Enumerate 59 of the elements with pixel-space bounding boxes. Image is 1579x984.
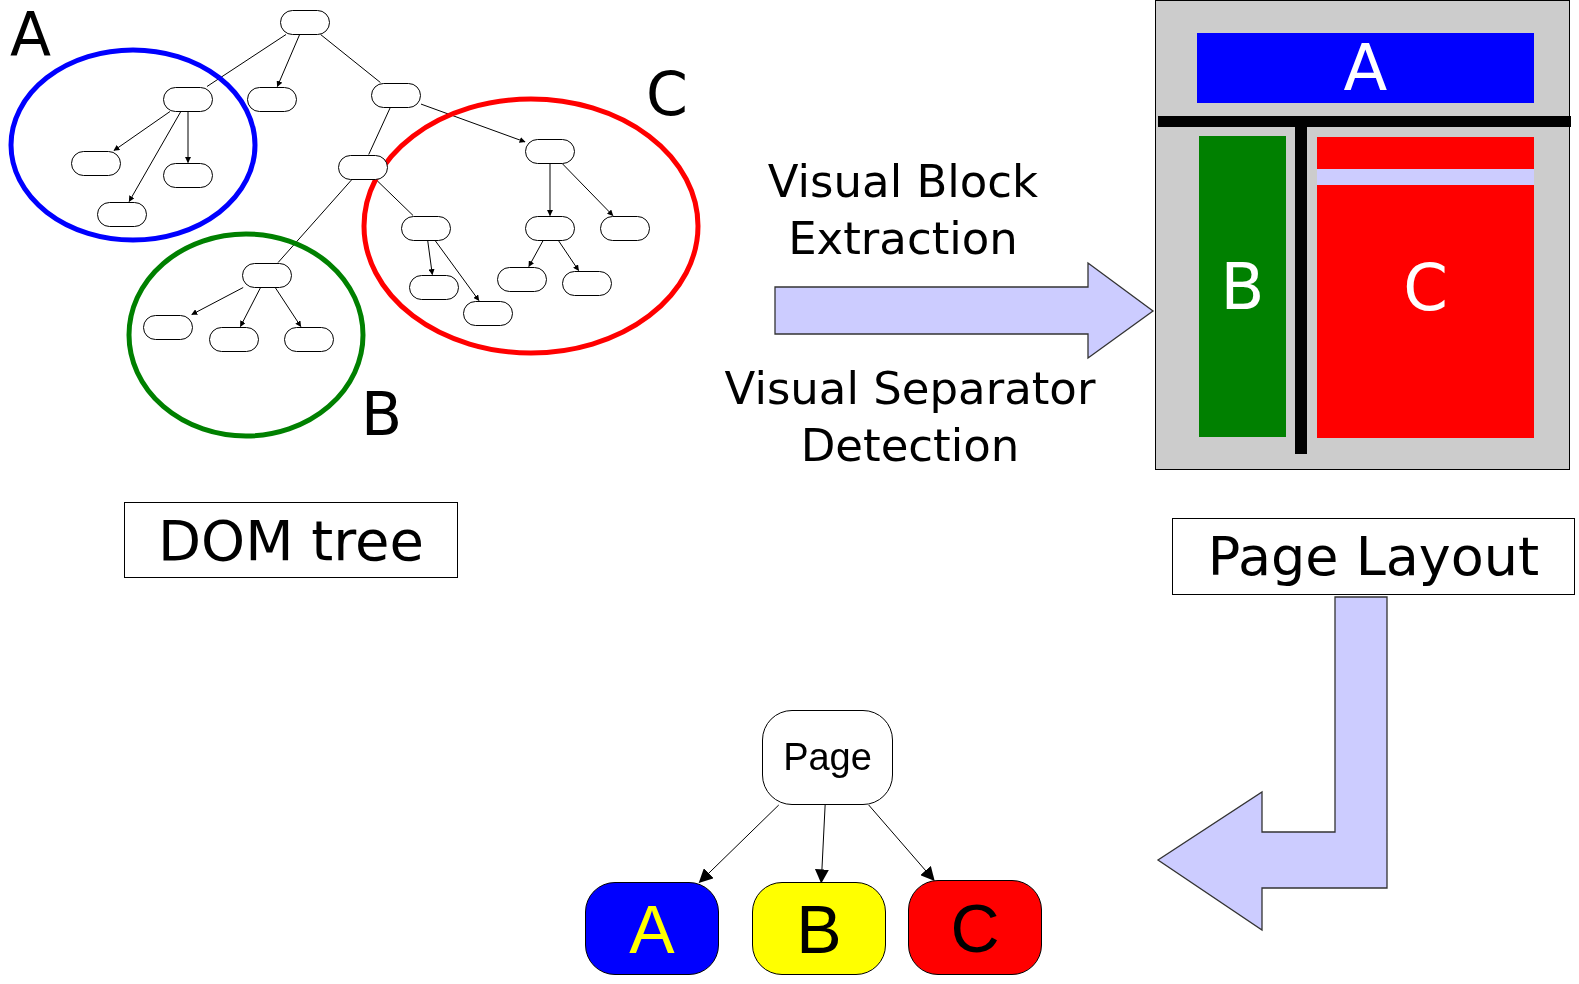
dom-node bbox=[280, 9, 330, 35]
arrow bbox=[427, 240, 435, 276]
block-arrow bbox=[1156, 596, 1388, 932]
arrow bbox=[814, 804, 829, 884]
dom-node bbox=[497, 266, 547, 292]
dom-node bbox=[371, 82, 421, 108]
dom-node bbox=[97, 201, 147, 227]
block-arrow bbox=[774, 261, 1155, 360]
connector-line bbox=[375, 179, 414, 216]
block-tree-node: B bbox=[752, 882, 886, 975]
layout-block: C bbox=[1317, 137, 1534, 438]
arrow bbox=[547, 163, 553, 217]
dom-node bbox=[525, 138, 575, 164]
dom-node bbox=[247, 86, 297, 112]
layout-block: B bbox=[1199, 136, 1286, 437]
arrow bbox=[128, 111, 182, 202]
dom-node bbox=[163, 86, 213, 112]
dom-node bbox=[600, 215, 650, 241]
group-letter: C bbox=[646, 64, 688, 124]
arrow bbox=[185, 111, 191, 164]
block-tree-node: A bbox=[585, 882, 719, 975]
arrow bbox=[698, 804, 780, 883]
page-layout-panel bbox=[1155, 0, 1570, 470]
dom-node bbox=[562, 270, 612, 296]
arrow bbox=[191, 287, 244, 315]
dom-node bbox=[525, 215, 575, 241]
dom-node bbox=[209, 326, 259, 352]
block-tree-node: C bbox=[908, 880, 1042, 975]
step-label: Visual Separator Detection bbox=[723, 361, 1097, 474]
arrow bbox=[113, 111, 171, 151]
dom-node bbox=[242, 262, 292, 288]
arrow bbox=[557, 240, 580, 271]
step-label: Visual Block Extraction bbox=[766, 154, 1040, 267]
connector-line bbox=[277, 179, 353, 263]
arrow bbox=[868, 804, 935, 882]
block-tree-node: Page bbox=[762, 710, 893, 805]
connector-line bbox=[368, 107, 391, 155]
arrow bbox=[276, 34, 301, 88]
caption-box: Page Layout bbox=[1172, 518, 1575, 595]
layout-block: A bbox=[1197, 33, 1534, 103]
arrow bbox=[239, 287, 262, 328]
connector-line bbox=[320, 34, 381, 83]
connector-line bbox=[206, 34, 287, 87]
dom-node bbox=[163, 162, 213, 188]
dom-node bbox=[284, 326, 334, 352]
dom-node bbox=[338, 154, 388, 180]
arrow bbox=[434, 240, 480, 301]
arrow bbox=[561, 163, 614, 216]
caption-box: DOM tree bbox=[124, 502, 458, 578]
group-letter: A bbox=[10, 4, 52, 64]
dom-node bbox=[409, 274, 459, 300]
arrow bbox=[528, 240, 544, 268]
arrow bbox=[274, 287, 302, 327]
dom-node bbox=[401, 215, 451, 241]
dom-node bbox=[143, 314, 193, 340]
group-letter: B bbox=[361, 384, 403, 444]
arrow bbox=[420, 103, 526, 143]
dom-node bbox=[463, 300, 513, 326]
dom-node bbox=[71, 150, 121, 176]
